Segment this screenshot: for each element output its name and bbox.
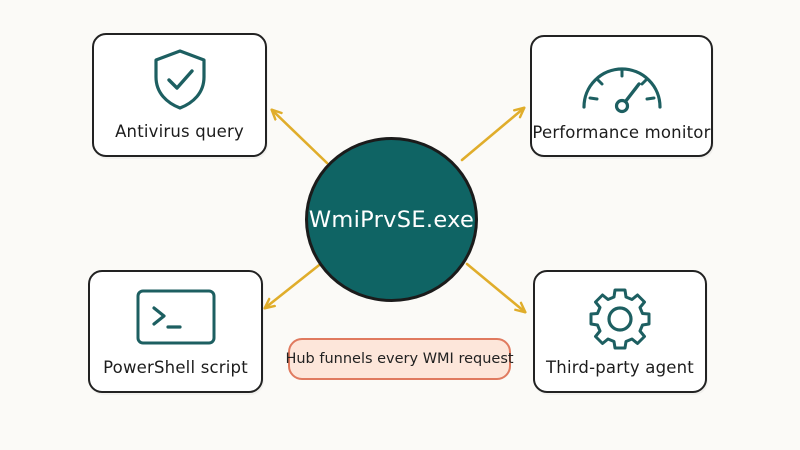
- arrow-to-agent: [465, 262, 525, 312]
- gear-icon: [589, 288, 651, 350]
- terminal-icon: [136, 289, 215, 345]
- node-label: Antivirus query: [115, 122, 244, 141]
- node-antivirus-query: Antivirus query: [92, 33, 267, 157]
- arrow-to-antivirus: [272, 110, 329, 165]
- gauge-icon: [581, 67, 662, 114]
- node-label: PowerShell script: [103, 358, 248, 377]
- shield-check-icon: [153, 49, 206, 110]
- arrow-to-performance: [460, 108, 524, 162]
- hub-node: WmiPrvSE.exe: [305, 137, 478, 302]
- annotation-text: Hub funnels every WMI request: [285, 351, 514, 367]
- hub-label: WmiPrvSE.exe: [308, 206, 475, 233]
- arrow-to-powershell: [265, 260, 325, 308]
- node-label: Performance monitor: [532, 123, 711, 142]
- annotation-note: Hub funnels every WMI request: [285, 338, 514, 380]
- node-label: Third-party agent: [546, 358, 694, 377]
- node-performance-monitor: Performance monitor: [530, 35, 713, 157]
- node-third-party-agent: Third-party agent: [533, 270, 707, 393]
- node-powershell-script: PowerShell script: [88, 270, 263, 393]
